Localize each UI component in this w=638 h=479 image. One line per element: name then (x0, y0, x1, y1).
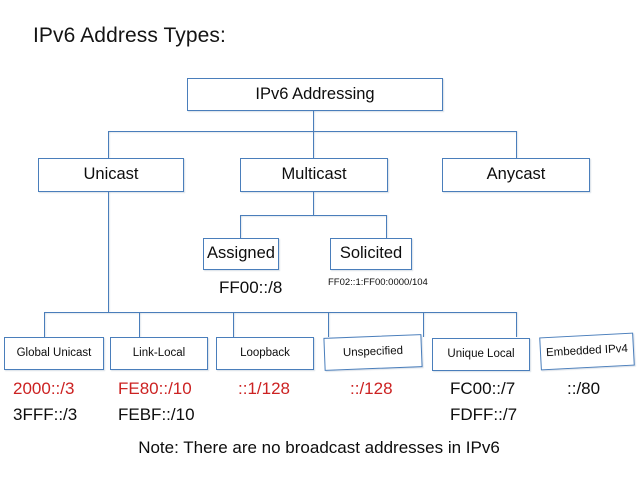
connector-unicast-stem (108, 192, 109, 312)
node-multicast: Multicast (240, 158, 388, 192)
node-label: Unique Local (447, 348, 515, 361)
prefix-link-local-secondary: FEBF::/10 (118, 405, 195, 424)
prefix-link-local-primary: FE80::/10 (118, 379, 192, 398)
connector-drop-unicast (108, 131, 109, 158)
node-label: Link-Local (132, 347, 186, 360)
prefix-loopback-primary: ::1/128 (238, 379, 290, 398)
node-label: Global Unicast (16, 347, 92, 360)
prefix-solicited: FF02::1:FF00:0000/104 (328, 277, 428, 288)
connector-root-stem (313, 111, 314, 131)
node-embedded-ipv4: Embedded IPv4 (539, 332, 635, 371)
connector-drop-loopback (233, 312, 234, 337)
connector-drop-link-local (139, 312, 140, 337)
node-ipv6-addressing: IPv6 Addressing (187, 78, 443, 111)
node-link-local: Link-Local (110, 337, 208, 370)
connector-drop-anycast (516, 131, 517, 158)
connector-drop-unspecified (328, 312, 329, 337)
prefix-assigned: FF00::/8 (219, 278, 283, 297)
node-loopback: Loopback (216, 337, 314, 370)
node-label: Multicast (281, 165, 347, 184)
node-label: Anycast (486, 165, 546, 184)
footer-note: Note: There are no broadcast addresses i… (138, 438, 500, 457)
connector-drop-embedded-ipv4 (516, 312, 517, 337)
connector-drop-solicited (386, 215, 387, 238)
connector-drop-multicast (313, 131, 314, 158)
prefix-global-unicast-secondary: 3FFF::/3 (13, 405, 78, 424)
connector-drop-unique-local (423, 312, 424, 337)
connector-multicast-stem (313, 192, 314, 215)
connector-drop-assigned (240, 215, 241, 238)
prefix-unspecified-primary: ::/128 (350, 379, 393, 398)
page-title: IPv6 Address Types: (33, 24, 226, 47)
node-label: Loopback (240, 347, 290, 360)
prefix-unique-local-secondary: FDFF::/7 (450, 405, 518, 424)
node-unicast: Unicast (38, 158, 184, 192)
node-label: Assigned (207, 244, 275, 263)
node-label: Unspecified (342, 345, 404, 360)
prefix-embedded-ipv4-primary: ::/80 (567, 379, 601, 398)
node-solicited: Solicited (330, 238, 412, 270)
connector-level2-bus (108, 131, 517, 132)
node-global-unicast: Global Unicast (4, 337, 104, 370)
connector-leaf-bus (44, 312, 517, 313)
node-assigned: Assigned (203, 238, 279, 270)
node-unspecified: Unspecified (323, 334, 423, 371)
node-label: Unicast (83, 165, 139, 184)
node-anycast: Anycast (442, 158, 590, 192)
prefix-unique-local-primary: FC00::/7 (450, 379, 516, 398)
node-label: Solicited (339, 244, 403, 263)
node-unique-local: Unique Local (432, 338, 530, 371)
connector-drop-global-unicast (44, 312, 45, 337)
node-label: IPv6 Addressing (255, 84, 375, 103)
connector-multicast-bus (240, 215, 387, 216)
prefix-global-unicast-primary: 2000::/3 (13, 379, 75, 398)
node-label: Embedded IPv4 (545, 343, 629, 360)
